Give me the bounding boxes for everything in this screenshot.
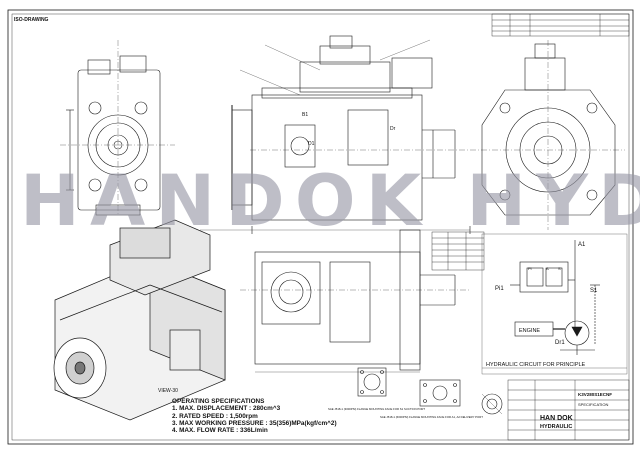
port-b1: B1 (302, 112, 308, 118)
flange-label-a1: SAE J518-1 (6000PSI) FLANGE MOUNTING FAC… (380, 415, 483, 419)
port-s: S (558, 266, 561, 271)
company-line2: HYDRAULIC (540, 424, 572, 430)
front-view-left (60, 40, 175, 216)
sheet-border (7, 9, 634, 445)
circuit-title: HYDRAULIC CIRCUIT FOR PRINCIPLE (486, 362, 586, 368)
flange-a1 (419, 379, 461, 407)
plan-view-bottom (240, 229, 470, 373)
flange-label-s1: SAE J518-1 (3000PSI) FLANGE MOUNTING FAC… (328, 407, 425, 411)
spec-line: 3. MAX WORKING PRESSURE : 35(356)MPa(kgf… (172, 419, 337, 427)
revision-block (491, 13, 630, 37)
isometric-view (53, 219, 226, 421)
port-a1: A1 (578, 242, 586, 248)
spec-line: 2. RATED SPEED : 1,500rpm (172, 412, 258, 420)
port-pi1: Pi1 (495, 286, 504, 292)
spec-line: 1. MAX. DISPLACEMENT : 280cm^3 (172, 405, 281, 413)
spec-line: 4. MAX. FLOW RATE : 336L/min (172, 427, 268, 435)
hydraulic-circuit (481, 233, 628, 375)
operating-specifications: OPERATING SPECIFICATIONS 1. MAX. DISPLAC… (172, 398, 337, 434)
title-block (507, 379, 630, 441)
port-dr1: Dr1 (555, 340, 565, 346)
specs-heading: OPERATING SPECIFICATIONS (172, 398, 265, 405)
port-dr: Dr (390, 126, 396, 132)
rear-view-right (470, 40, 625, 230)
company-line1: HAN DOK (540, 415, 573, 422)
port-pi: Pi (528, 266, 532, 271)
port-s1: S1 (590, 288, 598, 294)
side-view-center (200, 35, 471, 234)
drawing-number: K3V280S1ECNF (578, 392, 612, 397)
port-a: A (546, 266, 549, 271)
port-d1: D1 (308, 141, 315, 147)
view-label: VIEW-30 (158, 388, 178, 394)
port-table (431, 231, 485, 271)
engine-label: ENGINE (519, 328, 540, 334)
detail-view (481, 393, 503, 415)
sheet-tag: ISO-DRAWING (14, 17, 49, 23)
flange-s1 (357, 367, 387, 397)
title-sub: SPECIFICATION (578, 402, 608, 407)
